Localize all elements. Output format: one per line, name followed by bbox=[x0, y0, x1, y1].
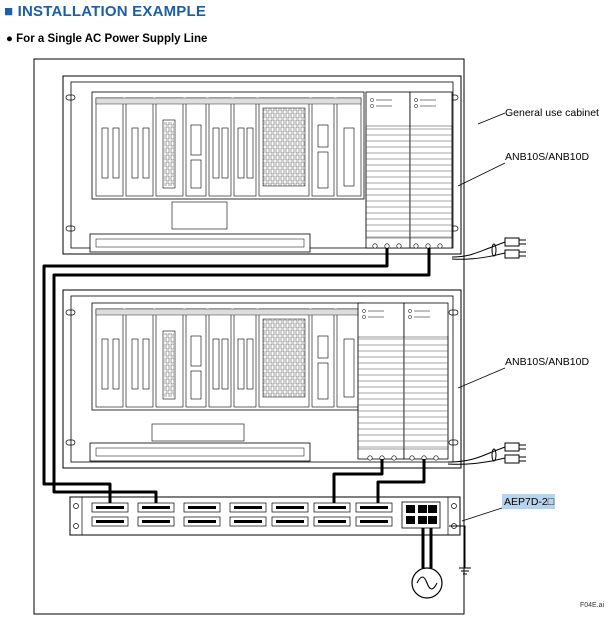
upper-node-unit bbox=[62, 75, 462, 255]
node-lower-label: ANB10S/ANB10D bbox=[505, 356, 589, 368]
ground-wire bbox=[449, 525, 466, 568]
plug-connector bbox=[451, 237, 526, 260]
page-title: ■ INSTALLATION EXAMPLE bbox=[4, 3, 207, 20]
figure-id: F04E.ai bbox=[580, 602, 605, 609]
ac-source-symbol bbox=[411, 567, 443, 599]
power-distribution-unit bbox=[69, 496, 461, 536]
cabinet-label: General use cabinet bbox=[505, 107, 599, 119]
power-dist-highlight bbox=[502, 494, 555, 509]
power-cables bbox=[42, 248, 433, 568]
node-upper-label: ANB10S/ANB10D bbox=[505, 151, 589, 163]
lower-node-unit bbox=[62, 289, 462, 469]
cabinet-outline bbox=[33, 58, 465, 615]
ground-symbol bbox=[459, 567, 471, 575]
section-subtitle: ● For a Single AC Power Supply Line bbox=[6, 33, 208, 45]
plug-connector bbox=[447, 442, 526, 465]
power-dist-label: AEP7D-2□ bbox=[504, 496, 555, 508]
